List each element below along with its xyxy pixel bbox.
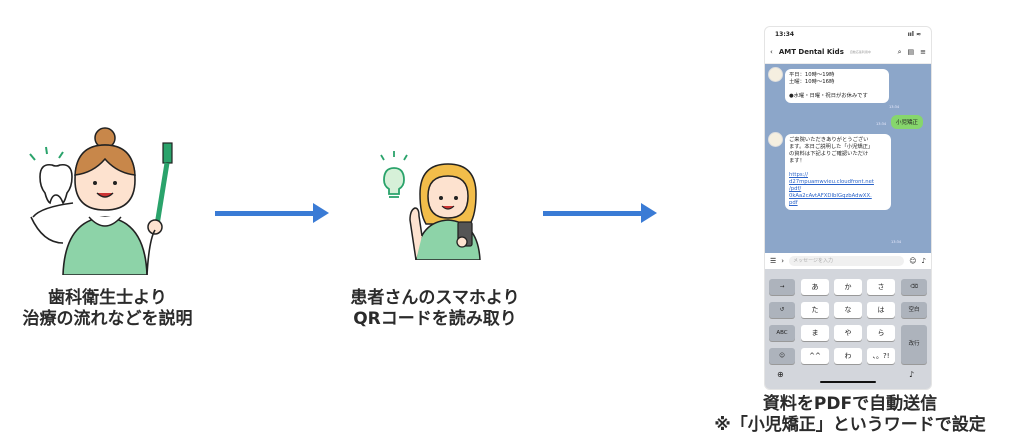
chat-title: AMT Dental Kids (778, 48, 844, 56)
key-ma[interactable]: ま (801, 325, 829, 341)
key-na[interactable]: な (834, 302, 862, 318)
bot-avatar (768, 67, 783, 82)
hours-line1: 平日：10時〜19時 (789, 72, 835, 78)
status-bar: 13:34 ııl ≈ (765, 27, 931, 41)
step2-caption: 患者さんのスマホより QRコードを読み取り (320, 288, 550, 330)
pdf-line4: ます！ (789, 158, 805, 164)
key-dakuten[interactable]: ^^ (801, 348, 829, 364)
menu-lines-icon[interactable]: ☰ (770, 257, 777, 265)
step1-caption-line2: 治療の流れなどを説明 (22, 309, 193, 329)
key-sa[interactable]: さ (867, 279, 895, 295)
home-indicator (820, 381, 876, 383)
pdf-link-1[interactable]: https:// (789, 172, 808, 178)
pdf-link-2[interactable]: d27mpuamwvieu.cloudfront.net (789, 179, 874, 185)
chat-area: 平日：10時〜19時 土曜：10時〜16時 ●水曜・日曜・祝日がお休みです 13… (765, 64, 931, 253)
chat-header: ‹ AMT Dental Kids 自動応答利用中 ⌕ ▤ ≡ (765, 41, 931, 64)
sent-message: 小児矯正 (891, 115, 924, 129)
pdf-line2: ます。本日ご説明した「小児矯正」 (789, 144, 874, 150)
dictation-mic-icon[interactable]: ♪ (909, 370, 915, 379)
search-icon[interactable]: ⌕ (897, 47, 902, 56)
message-input[interactable]: メッセージを入力 (789, 256, 905, 266)
pdf-link-5[interactable]: pdf (789, 200, 798, 206)
step2-caption-line2: QRコードを読み取り (353, 309, 517, 329)
key-space[interactable]: 空白 (901, 302, 927, 318)
key-punctuation[interactable]: 、。?! (867, 348, 895, 364)
input-bar: ☰ › メッセージを入力 ☺ ♪ (765, 253, 931, 269)
step3-caption-line1: 資料をPDFで自動送信 (762, 394, 938, 414)
emoji-icon[interactable]: ☺ (909, 257, 917, 265)
sent-time: 13:34 (876, 122, 887, 126)
step2-caption-line1: 患者さんのスマホより (350, 288, 520, 308)
step3-caption-line2: ※「小児矯正」というワードで設定 (714, 415, 986, 435)
bot-avatar-2 (768, 132, 783, 147)
pdf-link-3[interactable]: /pdf/ (789, 186, 802, 192)
key-emoji[interactable]: ☺ (769, 348, 795, 364)
menu-icon[interactable]: ≡ (920, 48, 926, 56)
step1-caption-line1: 歯科衛生士より (48, 288, 167, 308)
step1-caption: 歯科衛生士より 治療の流れなどを説明 (0, 288, 215, 330)
message-hours: 平日：10時〜19時 土曜：10時〜16時 ●水曜・日曜・祝日がお休みです (785, 69, 889, 103)
key-abc[interactable]: ABC (769, 325, 795, 341)
status-signal: ııl ≈ (907, 30, 921, 38)
key-a[interactable]: あ (801, 279, 829, 295)
hours-line4: ●水曜・日曜・祝日がお休みです (789, 93, 868, 99)
key-delete[interactable]: ⌫ (901, 279, 927, 295)
key-wa[interactable]: わ (834, 348, 862, 364)
hygienist-illustration (29, 127, 173, 275)
pdf-link-4[interactable]: 0kAa2cAvtAFXDIbIGqzbAdwXX. (789, 193, 872, 199)
message-time-1: 13:34 (889, 105, 900, 109)
pdf-line3: の資料は下記よりご確認いただけ (789, 151, 869, 157)
key-ra[interactable]: ら (867, 325, 895, 341)
phone-screenshot: 13:34 ııl ≈ ‹ AMT Dental Kids 自動応答利用中 ⌕ … (764, 26, 932, 390)
message-time-2: 13:34 (891, 240, 902, 244)
chat-subtitle: 自動応答利用中 (849, 50, 871, 54)
key-ha[interactable]: は (867, 302, 895, 318)
message-pdf: ご来院いただきありがとうござい ます。本日ご説明した「小児矯正」 の資料は下記よ… (785, 134, 891, 210)
key-return[interactable]: 改行 (901, 325, 927, 364)
status-time: 13:34 (775, 30, 795, 38)
key-ta[interactable]: た (801, 302, 829, 318)
chevron-right-icon[interactable]: › (781, 257, 785, 265)
key-arrow[interactable]: → (769, 279, 795, 295)
key-undo[interactable]: ↺ (769, 302, 795, 318)
mic-icon[interactable]: ♪ (921, 257, 926, 265)
patient-illustration (380, 151, 481, 260)
step3-caption: 資料をPDFで自動送信 ※「小児矯正」というワードで設定 (690, 394, 1010, 436)
key-ka[interactable]: か (834, 279, 862, 295)
notes-icon[interactable]: ▤ (907, 48, 915, 56)
arrow-right-2 (543, 203, 657, 223)
globe-icon[interactable]: ⊕ (777, 370, 784, 379)
keyboard: → あ か さ ⌫ ↺ た な は 空白 ABC ま や ら 改行 ☺ ^^ わ… (765, 269, 931, 389)
back-chevron-icon[interactable]: ‹ (770, 48, 773, 56)
hours-line2: 土曜：10時〜16時 (789, 79, 835, 85)
arrow-right-1 (215, 203, 329, 223)
pdf-line1: ご来院いただきありがとうござい (789, 137, 869, 143)
hours-line3 (789, 86, 885, 93)
key-ya[interactable]: や (834, 325, 862, 341)
